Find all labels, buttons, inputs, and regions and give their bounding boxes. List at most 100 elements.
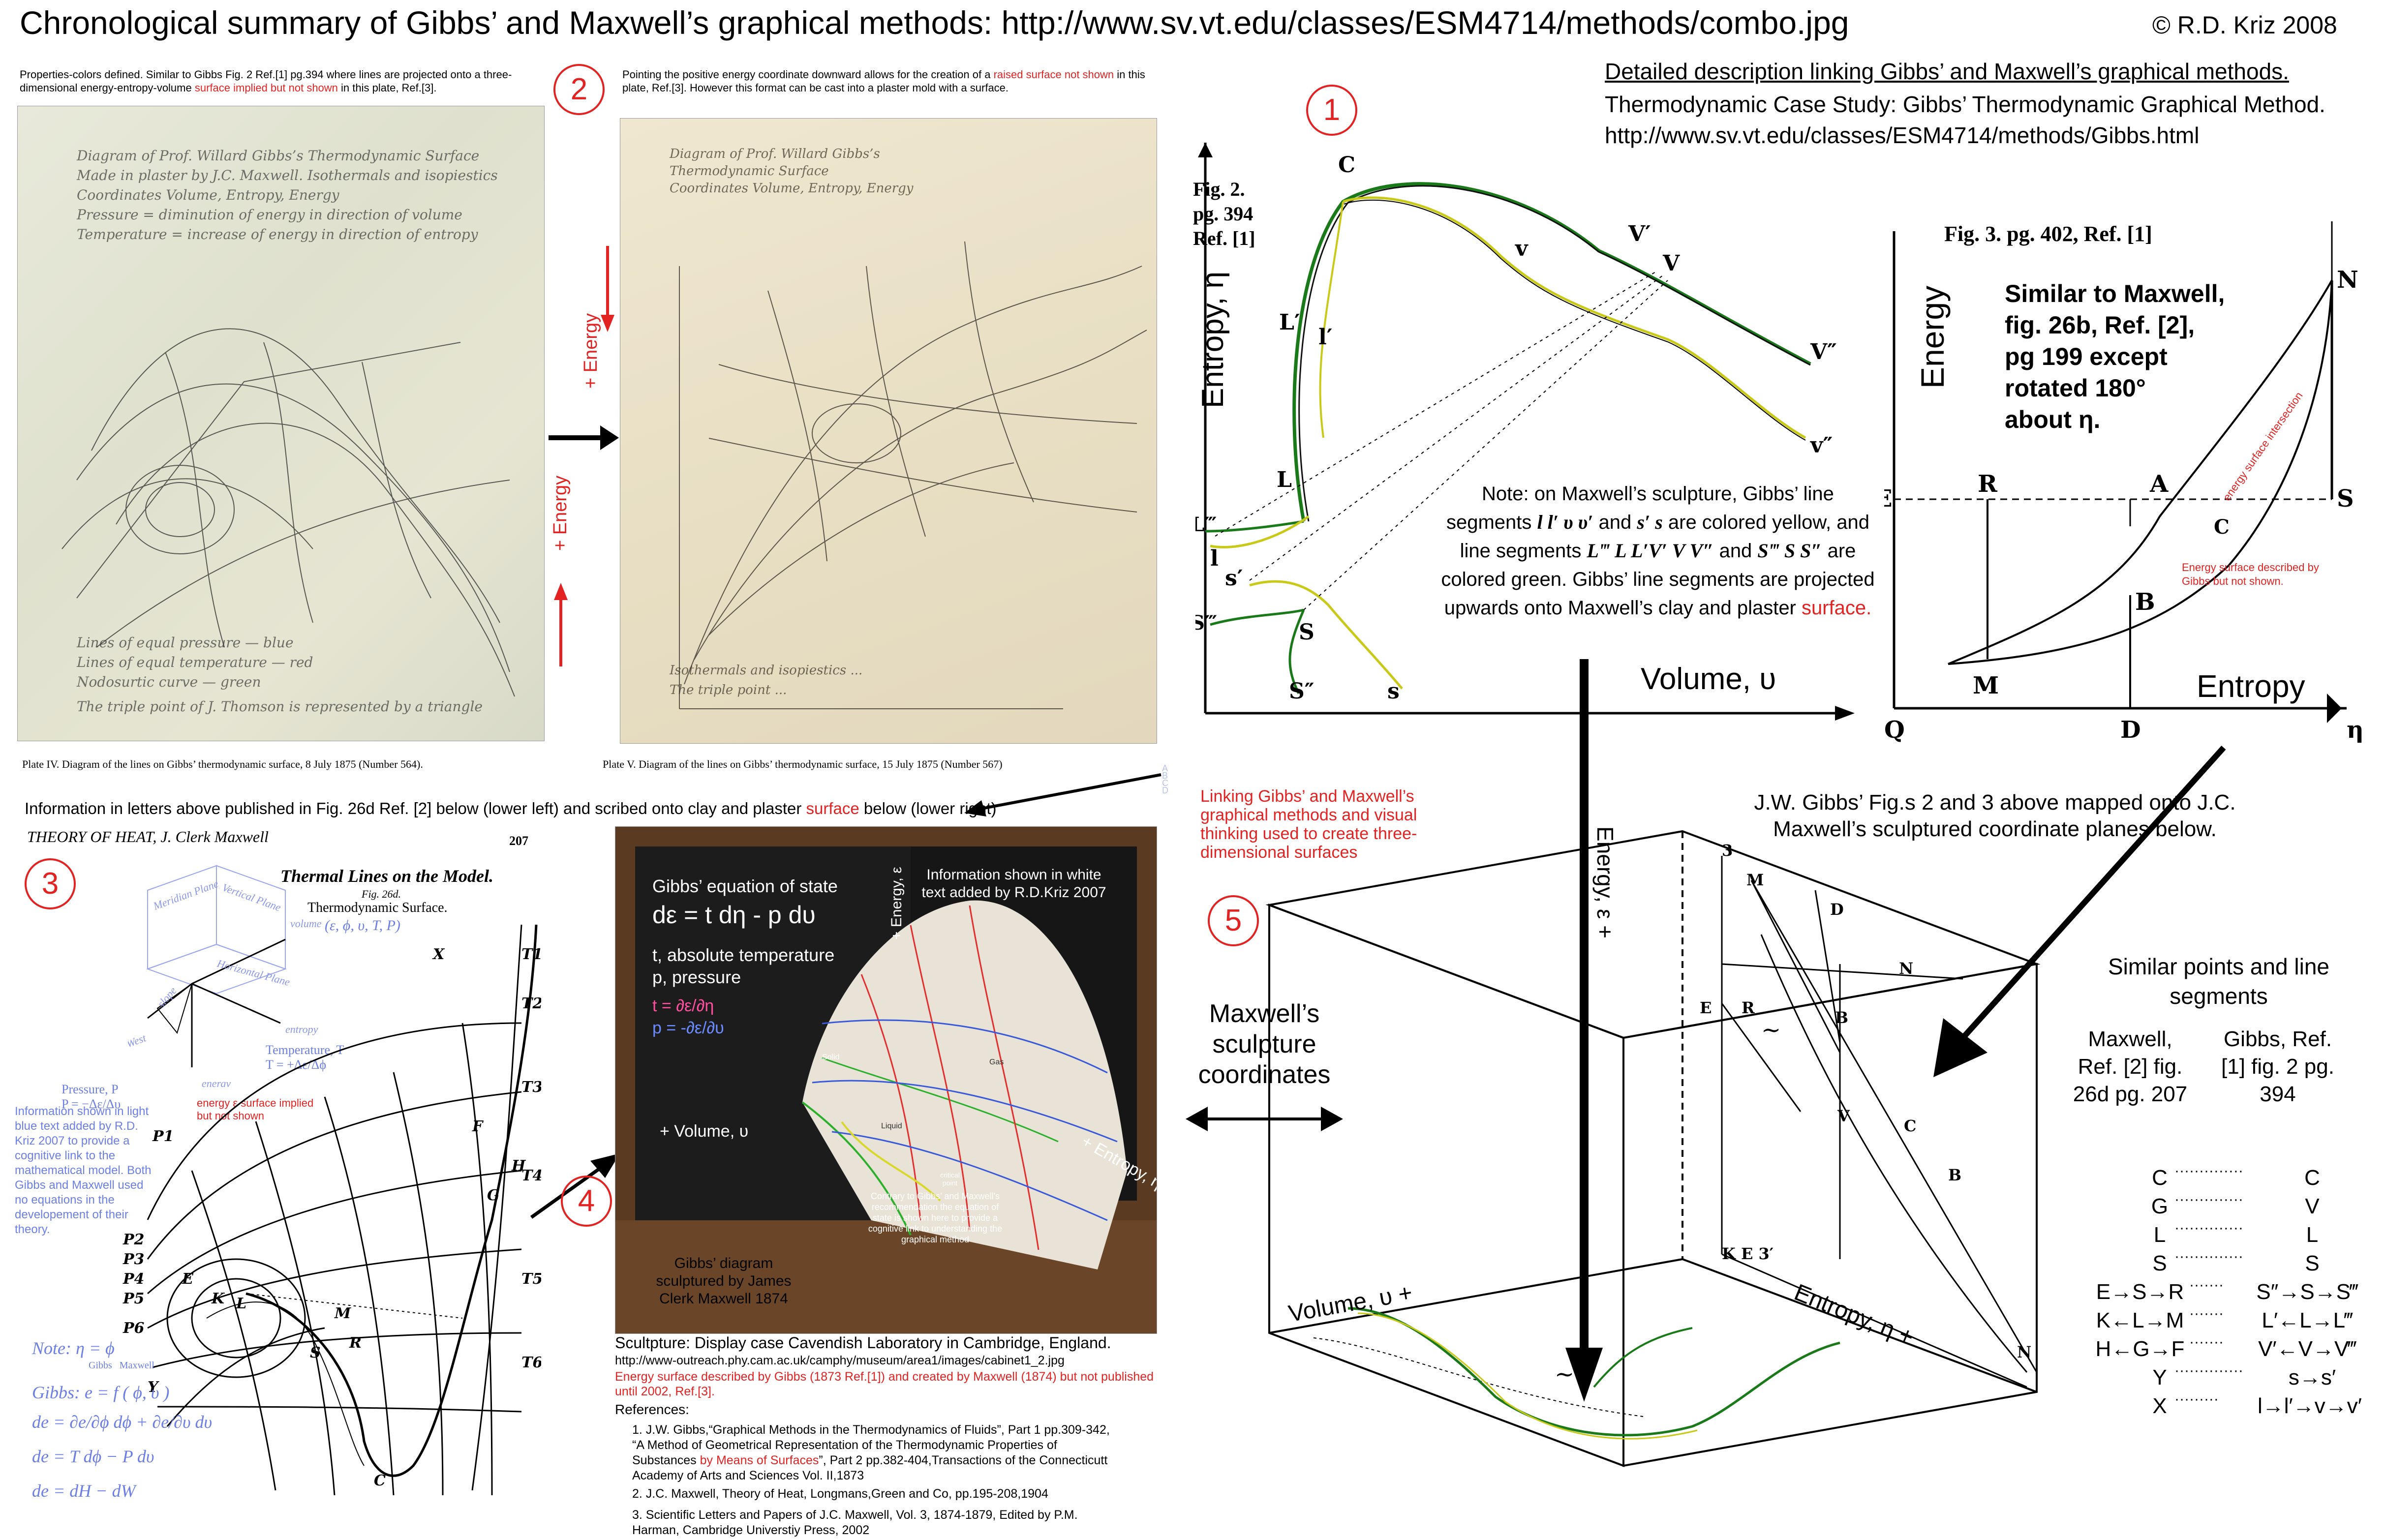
svg-text:B: B (1835, 1008, 1848, 1027)
svg-text:N: N (2337, 266, 2358, 294)
energy-label-top: + Energy (581, 313, 601, 389)
svg-text:Lines of equal temperature — r: Lines of equal temperature — red (76, 654, 313, 670)
svg-text:E: E (1700, 998, 1712, 1017)
maxwell-cube: 3 M D E R B N C V B K E 3′ N ~ ~ (1265, 830, 2041, 1467)
energy-up-arrow (551, 580, 571, 669)
svg-text:T4: T4 (521, 1167, 541, 1184)
white-text-info: Information shown in white text added by… (921, 867, 1106, 901)
step-3-badge: 3 (25, 858, 76, 909)
svg-text:B: B (1948, 1166, 1961, 1184)
svg-text:~: ~ (1761, 1016, 1781, 1044)
svg-text:C: C (1338, 152, 1355, 178)
svg-text:V′: V′ (1628, 221, 1651, 246)
svg-text:H: H (511, 1157, 526, 1175)
fig2-note: Note: on Maxwell’s sculpture, Gibbs’ lin… (1441, 483, 1875, 619)
plate5-caption: Plate V. Diagram of the lines on Gibbs’ … (603, 758, 1003, 770)
fig3-diagram: N E R A S C B M Q D ε η energy surface i… (1884, 221, 2364, 744)
svg-text:P1: P1 (152, 1128, 174, 1145)
svg-text:A: A (2149, 470, 2169, 498)
critical-point-label: critical point (940, 1171, 960, 1187)
case-caption: Scultpture: Display case Cavendish Labor… (615, 1334, 1111, 1352)
double-arrow (1186, 1107, 1343, 1131)
copyright: © R.D. Kriz 2008 (2152, 11, 2337, 39)
contrary-note: Contrary to Gibbs’ and Maxwell’s recomme… (868, 1191, 1003, 1244)
svg-text:Diagram of Prof. Willard Gibbs: Diagram of Prof. Willard Gibbs’s Thermod… (76, 148, 479, 164)
energy-down-arrow (598, 246, 617, 334)
maxwell-coords-label: Maxwell’s sculpture coordinates (1198, 999, 1331, 1089)
surface-vars: (ε, ϕ, υ, T, P) (325, 917, 400, 934)
table-row: L··············L (2153, 1220, 2319, 1247)
t-def: t = ∂ε/∂η (652, 996, 714, 1015)
reference-1: 1. J.W. Gibbs,“Graphical Methods in the … (632, 1423, 1110, 1482)
svg-text:Diagram of Prof. Willard Gibbs: Diagram of Prof. Willard Gibbs’s (669, 147, 880, 161)
table-row: C··············C (2152, 1163, 2320, 1190)
book-page: 207 (509, 834, 528, 848)
svg-text:P4: P4 (122, 1270, 144, 1288)
svg-text:Thermodynamic Surface: Thermodynamic Surface (670, 164, 829, 179)
svg-text:L‴: L‴ (1195, 513, 1217, 536)
svg-text:F: F (472, 1118, 484, 1135)
case-url[interactable]: http://www-outreach.phy.cam.ac.uk/camphy… (615, 1354, 1065, 1367)
svg-text:s: s (1387, 679, 1400, 704)
svg-text:Y: Y (148, 1379, 159, 1396)
gibbs-url[interactable]: http://www.sv.vt.edu/classes/ESM4714/met… (1605, 122, 2200, 148)
eq-4: de = dH − dW (32, 1481, 136, 1501)
svg-text:N: N (1899, 959, 1913, 978)
step-1-badge: 1 (1306, 85, 1357, 136)
table-row: E→S→R·······S″→S→S‴ (2096, 1277, 2358, 1304)
svg-text:Lines of equal pressure — blue: Lines of equal pressure — blue (76, 634, 294, 651)
fig3-curve-label: energy surface intersection (2221, 390, 2305, 503)
svg-text:V: V (1837, 1107, 1850, 1125)
svg-text:3: 3 (1722, 841, 1733, 860)
plate4-photo: Diagram of Prof. Willard Gibbs’s Thermod… (17, 106, 545, 741)
svg-text:C: C (2214, 515, 2230, 539)
svg-text:P5: P5 (122, 1290, 144, 1307)
similar-title: Similar points and line segments (2108, 954, 2329, 1009)
svg-text:v: v (1515, 236, 1529, 261)
arrow-fig3-to-cube (1933, 745, 2226, 1077)
case-study-title: Thermodynamic Case Study: Gibbs’ Thermod… (1605, 91, 2325, 117)
svg-text:X: X (432, 946, 445, 963)
svg-text:The triple point of J. Thomson: The triple point of J. Thomson is repres… (77, 698, 483, 715)
display-case-photo: Gibbs’ equation of state dε = t dη - p d… (615, 826, 1157, 1334)
svg-text:M: M (1973, 672, 1999, 699)
svg-text:S″: S″ (1289, 679, 1314, 704)
temperature-def: Temperature, T T = +Δε/Δϕ (266, 1043, 344, 1072)
eq-title: Gibbs’ equation of state (652, 876, 838, 896)
svg-text:T5: T5 (521, 1270, 541, 1288)
fig26d-label: Fig. 26d. (362, 888, 401, 900)
table-row: Y··············s→s′ (2152, 1362, 2336, 1389)
eq-note: Note: η = ϕ (32, 1338, 115, 1358)
energy-label-bottom: + Energy (550, 475, 571, 551)
svg-text:Temperature = increase of ener: Temperature = increase of energy in dire… (77, 226, 479, 242)
similar-points-table: C··············C G··············V L·····… (2081, 1163, 2376, 1422)
svg-text:volume: volume (290, 917, 322, 930)
arrow-to-panel3 (964, 773, 1162, 816)
eq-2: de = ∂e/∂ϕ dϕ + ∂e/∂υ dυ (32, 1412, 212, 1432)
t-label: t, absolute temperature (652, 945, 835, 965)
svg-text:The triple point ...: The triple point ... (670, 683, 787, 697)
svg-text:Pressure = diminution of energ: Pressure = diminution of energy in direc… (76, 207, 462, 223)
fig2-diagram: C V′ v V V″ v″ L′ l′ L L‴ l s′ S‴ S S″ s (1195, 143, 1855, 721)
case-red-note: Energy surface described by Gibbs (1873 … (615, 1370, 1154, 1398)
eq-3: de = T dϕ − P dυ (32, 1447, 154, 1466)
p-label: p, pressure (652, 967, 741, 987)
case-energy-axis: + Energy, ε (888, 867, 905, 940)
pressure-def: Pressure, P P = −Δε/Δυ (61, 1082, 121, 1111)
table-row: G··············V (2151, 1191, 2320, 1218)
arrow-fig2-to-cube (1565, 659, 1603, 1402)
svg-text:l′: l′ (1318, 325, 1332, 350)
svg-text:S: S (2337, 485, 2354, 513)
plate4-sketch: Diagram of Prof. Willard Gibbs’s Thermod… (61, 148, 515, 715)
tiny-letters: A B C D (1162, 763, 1168, 795)
svg-text:entropy: entropy (285, 1023, 318, 1035)
svg-text:S: S (310, 1344, 321, 1361)
table-row: H←G→F·······V′←V→V‴ (2095, 1334, 2356, 1361)
panel3-info-line: Information in letters above published i… (25, 799, 997, 817)
svg-text:P2: P2 (122, 1231, 144, 1248)
reference-3: 3. Scientific Letters and Papers of J.C.… (632, 1508, 1078, 1537)
p-def: p = -∂ε/∂υ (652, 1019, 724, 1037)
svg-text:Nodosurtic curve — green: Nodosurtic curve — green (76, 674, 261, 690)
svg-text:Coordinates Volume, Entropy,: Coordinates Volume, Entropy, Energy (77, 187, 340, 203)
thermo-surface-title: Thermodynamic Surface. (307, 900, 448, 915)
